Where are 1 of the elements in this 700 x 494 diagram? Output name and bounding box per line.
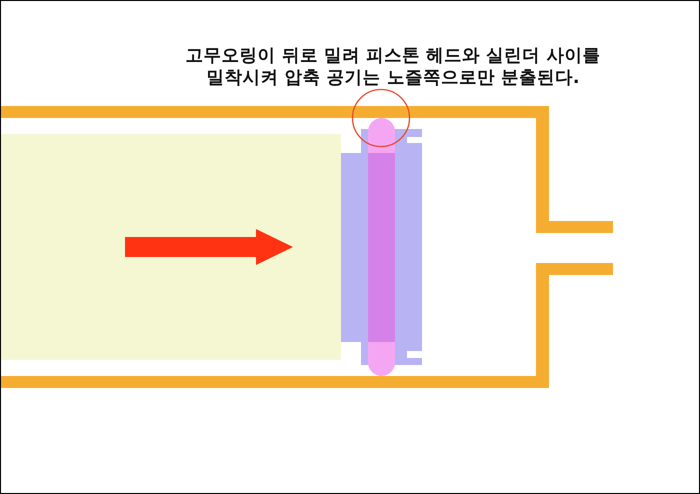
note-text: 고무오링이 뒤로 밀려 피스톤 헤드와 실린더 사이를 밀착시켜 압축 공기는 노즐쪽으로만 분출된다.	[184, 45, 602, 89]
